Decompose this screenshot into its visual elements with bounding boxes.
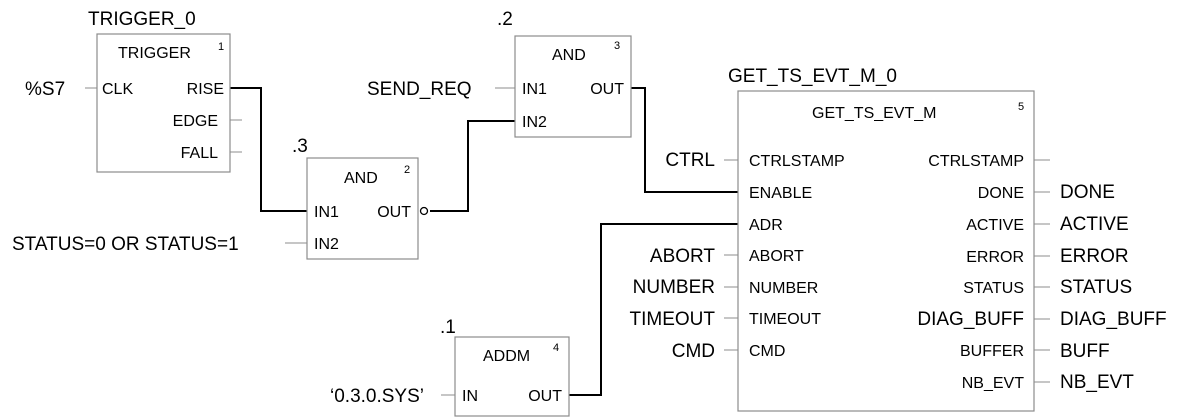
and3-pin-in1: IN1 [522, 81, 547, 98]
wire-and2-out-to-and3-in2 [430, 120, 515, 212]
get-ts-pin-out-ctrlstamp: CTRLSTAMP [928, 153, 1024, 170]
and3-block-type: AND [552, 47, 586, 64]
get-ts-pin-nb-evt: NB_EVT [962, 375, 1024, 392]
var-number[interactable]: NUMBER [633, 277, 715, 298]
and3-execution-order: 3 [614, 40, 620, 52]
get-ts-pin-abort: ABORT [749, 248, 804, 265]
wire-addm-out-to-adr [569, 223, 738, 396]
trigger-execution-order: 1 [218, 41, 224, 53]
and2-pin-in2: IN2 [314, 236, 339, 253]
get-ts-instance-name: GET_TS_EVT_M_0 [728, 66, 897, 87]
var-ctrl[interactable]: CTRL [665, 150, 715, 171]
addm-execution-order: 4 [553, 342, 559, 354]
and-block-3[interactable]: .2 AND 3 IN1 IN2 OUT [495, 9, 632, 138]
addm-instance-name: .1 [440, 317, 456, 338]
get-ts-pin-cmd: CMD [749, 343, 785, 360]
var-status-condition[interactable]: STATUS=0 OR STATUS=1 [12, 234, 239, 255]
trigger-block-body [96, 33, 231, 173]
get-ts-pin-in-ctrlstamp: CTRLSTAMP [749, 153, 845, 170]
trigger-instance-name: TRIGGER_0 [88, 9, 196, 30]
get-ts-execution-order: 5 [1018, 101, 1024, 113]
var-timeout[interactable]: TIMEOUT [630, 309, 716, 330]
trigger-pin-edge: EDGE [173, 113, 218, 130]
get-ts-evt-m-block[interactable]: GET_TS_EVT_M_0 GET_TS_EVT_M 5 CTRLSTAMP … [724, 66, 1050, 412]
var-diag-buff-out[interactable]: DIAG_BUFF [1060, 309, 1167, 330]
wire-rise-to-and2-in1 [230, 87, 307, 212]
var-status[interactable]: STATUS [1060, 277, 1132, 298]
trigger-block[interactable]: TRIGGER_0 TRIGGER 1 CLK RISE EDGE FALL [85, 9, 242, 173]
and-block-2[interactable]: .3 AND 2 IN1 IN2 OUT [285, 136, 429, 260]
get-ts-pin-adr: ADR [749, 217, 783, 234]
get-ts-block-body [737, 90, 1035, 412]
and2-execution-order: 2 [404, 164, 410, 176]
wires [230, 87, 905, 396]
addm-pin-out: OUT [528, 388, 562, 405]
var-nb-evt[interactable]: NB_EVT [1060, 372, 1134, 393]
addm-block-type: ADDM [483, 348, 530, 365]
trigger-pin-rise: RISE [187, 81, 224, 98]
and2-instance-name: .3 [292, 136, 308, 157]
get-ts-pin-enable: ENABLE [749, 185, 812, 202]
and3-pin-out: OUT [590, 81, 624, 98]
addm-pin-in: IN [462, 388, 478, 405]
var-send-req[interactable]: SEND_REQ [367, 79, 472, 100]
var-done[interactable]: DONE [1060, 182, 1115, 203]
trigger-block-type: TRIGGER [118, 45, 191, 62]
var-buff[interactable]: BUFF [1060, 341, 1110, 362]
and2-out-negation-circle [419, 206, 429, 216]
var-error[interactable]: ERROR [1060, 246, 1129, 267]
var-clk-input[interactable]: %S7 [25, 79, 65, 100]
var-address-literal[interactable]: ‘0.3.0.SYS’ [330, 386, 424, 407]
get-ts-pin-diag-buff: DIAG_BUFF [917, 309, 1024, 330]
addm-block-body [454, 336, 570, 417]
and2-block-body [306, 157, 419, 260]
trigger-pin-fall: FALL [181, 145, 218, 162]
get-ts-pin-done: DONE [978, 185, 1024, 202]
wire-and3-out-to-enable [631, 87, 738, 193]
get-ts-pin-error: ERROR [966, 249, 1024, 266]
and2-pin-in1: IN1 [314, 204, 339, 221]
and3-pin-in2: IN2 [522, 114, 547, 131]
addm-block[interactable]: .1 ADDM 4 IN OUT [440, 317, 570, 417]
and3-instance-name: .2 [497, 9, 513, 30]
and3-block-body [514, 35, 632, 138]
and2-block-type: AND [344, 170, 378, 187]
and2-pin-out: OUT [377, 204, 411, 221]
get-ts-pin-buffer: BUFFER [960, 343, 1024, 360]
var-active[interactable]: ACTIVE [1060, 214, 1129, 235]
get-ts-pin-status: STATUS [963, 280, 1024, 297]
get-ts-pin-timeout: TIMEOUT [749, 311, 821, 328]
variable-labels: %S7 STATUS=0 OR STATUS=1 SEND_REQ ‘0.3.0… [12, 79, 1167, 407]
get-ts-block-type: GET_TS_EVT_M [812, 105, 936, 122]
trigger-pin-clk: CLK [102, 81, 133, 98]
get-ts-pin-number: NUMBER [749, 280, 818, 297]
var-abort[interactable]: ABORT [650, 246, 716, 267]
var-cmd[interactable]: CMD [672, 341, 715, 362]
get-ts-pin-active: ACTIVE [966, 217, 1024, 234]
